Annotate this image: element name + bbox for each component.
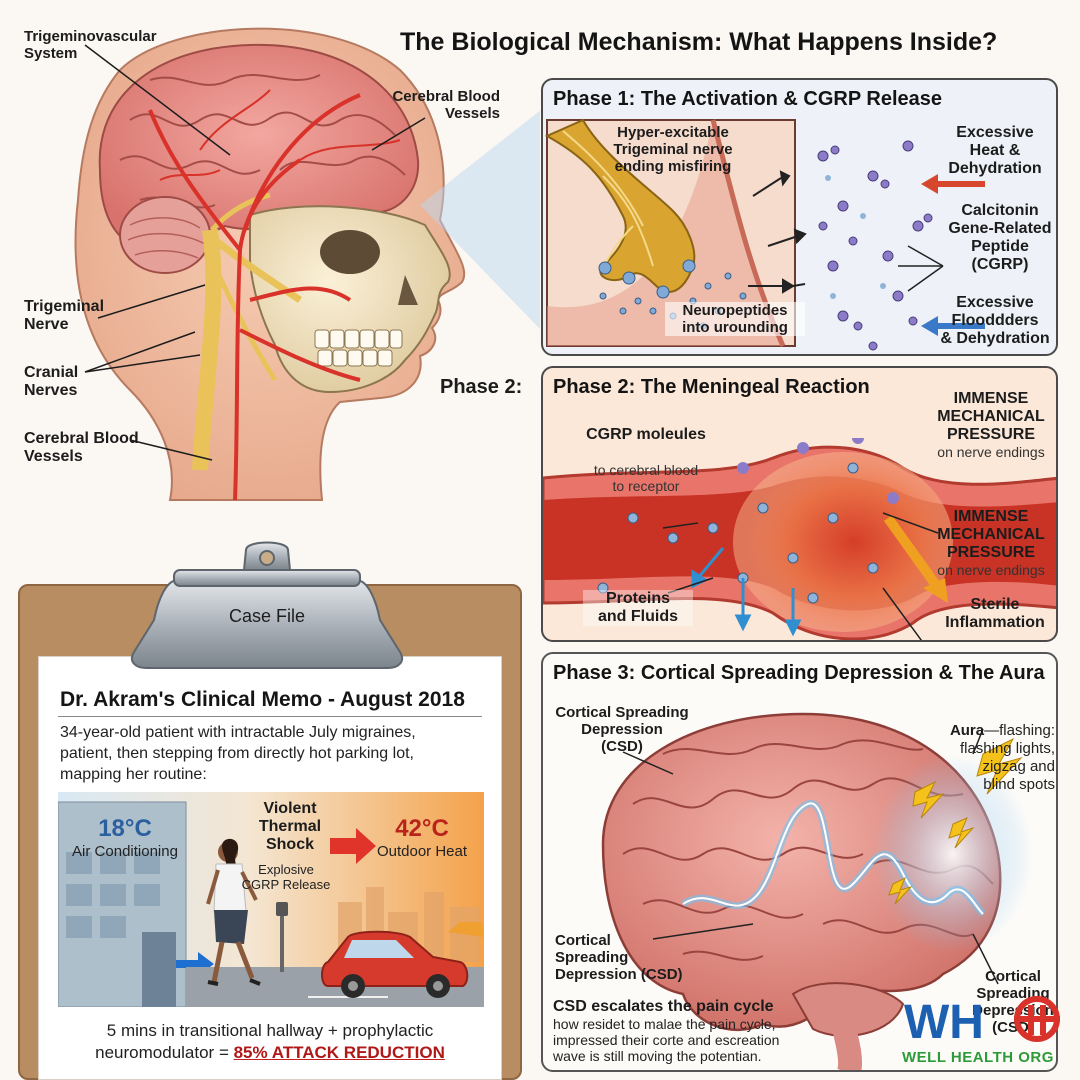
csd-top-label: Cortical Spreading Depression (CSD) bbox=[555, 704, 689, 755]
phase3-title: Phase 3: Cortical Spreading Depression &… bbox=[553, 662, 1045, 684]
proteins-fluids-label: Proteins and Fluids bbox=[583, 590, 693, 626]
phase3-panel: Phase 3: Cortical Spreading Depression &… bbox=[541, 652, 1058, 1072]
aura-bold: Aura bbox=[949, 722, 985, 739]
phase2-title: Phase 2: The Meningeal Reaction bbox=[553, 376, 870, 398]
trigeminovascular-label: Trigeminovascular System bbox=[24, 28, 157, 62]
heat-dehydration-label: Excessive Heat & Dehydration bbox=[948, 124, 1042, 177]
neuropeptides-label: Neuropeptides into urounding bbox=[665, 302, 805, 336]
flood-dehydration-label: Excessive Flooddders & Dehydration bbox=[940, 294, 1050, 347]
pressure-2-detail: on nerve endings bbox=[937, 562, 1045, 578]
outcome-text: 5 mins in transitional hallway + prophyl… bbox=[95, 1021, 434, 1062]
thermal-shock-scene bbox=[58, 792, 484, 1007]
cerebral-vessels-top-label: Cerebral Blood Vessels bbox=[392, 88, 500, 122]
pressure-1-bold: IMMENSE MECHANICAL PRESSURE bbox=[937, 390, 1045, 443]
clipboard-clip bbox=[130, 541, 404, 669]
phase2-panel: Phase 2: The Meningeal Reaction CGRP mol… bbox=[541, 366, 1058, 642]
logo-text: WELL HEALTH ORG bbox=[902, 1049, 1054, 1066]
memo-divider bbox=[58, 716, 482, 717]
indoor-temp-label: Air Conditioning bbox=[72, 843, 178, 860]
csd-escalation-note: CSD escalates the pain cycle how residet… bbox=[553, 998, 913, 1064]
csd-escalation-detail: how residet to malae the pain cycle, imp… bbox=[553, 1016, 780, 1064]
aura-detail: —flashing: flashing lights, zigzag and b… bbox=[959, 722, 1055, 793]
head-anatomy-illustration bbox=[74, 27, 540, 501]
outdoor-temp-label: Outdoor Heat bbox=[376, 843, 468, 860]
pressure-1-detail: on nerve endings bbox=[937, 444, 1045, 460]
outdoor-temp-value: 42°C bbox=[395, 815, 449, 842]
outcome-highlight: 85% ATTACK REDUCTION bbox=[233, 1043, 445, 1062]
nerve-ending-label: Hyper-excitable Trigeminal nerve ending … bbox=[613, 124, 733, 175]
page-title: The Biological Mechanism: What Happens I… bbox=[400, 28, 998, 56]
pressure-label-1: IMMENSE MECHANICAL PRESSURE on nerve end… bbox=[927, 390, 1055, 460]
memo-title: Dr. Akram's Clinical Memo - August 2018 bbox=[60, 688, 465, 711]
phase2-pointer-label: Phase 2: bbox=[440, 376, 523, 398]
memo-outcome: 5 mins in transitional hallway + prophyl… bbox=[60, 1020, 480, 1064]
pressure-label-2: IMMENSE MECHANICAL PRESSURE on nerve end… bbox=[927, 508, 1055, 578]
csd-escalation-bold: CSD escalates the pain cycle bbox=[553, 998, 774, 1015]
pressure-2-bold: IMMENSE MECHANICAL PRESSURE bbox=[937, 508, 1045, 561]
thermal-shock-label: Violent Thermal Shock bbox=[258, 800, 322, 853]
aura-label: Aura—flashing: flashing lights, zigzag a… bbox=[931, 704, 1055, 794]
trigeminal-nerve-label: Trigeminal Nerve bbox=[24, 298, 105, 333]
phase1-title: Phase 1: The Activation & CGRP Release bbox=[553, 88, 943, 110]
case-file-label: Case File bbox=[228, 606, 306, 626]
well-health-logo: WH WELL HEALTH ORG bbox=[902, 994, 1070, 1066]
indoor-temperature: 18°C Air Conditioning bbox=[62, 815, 188, 860]
cerebral-vessels-bottom-label: Cerebral Blood Vessels bbox=[24, 430, 139, 465]
phase1-illustration bbox=[544, 118, 985, 351]
phase1-panel: Phase 1: The Activation & CGRP Release bbox=[541, 78, 1058, 356]
cgrp-molecules-label: CGRP moleules to cerebral blood to recep… bbox=[561, 408, 731, 512]
outdoor-temperature: 42°C Outdoor Heat bbox=[360, 815, 484, 860]
cranial-nerves-label: Cranial Nerves bbox=[24, 364, 79, 399]
cgrp-molecules-detail: to cerebral blood to receptor bbox=[593, 462, 699, 494]
indoor-temp-value: 18°C bbox=[98, 815, 152, 842]
phase3-brain-illustration bbox=[601, 712, 1033, 1070]
logo-mark-icon: WH bbox=[904, 996, 1060, 1049]
memo-body: 34-year-old patient with intractable Jul… bbox=[60, 724, 416, 783]
cgrp-label: Calcitonin Gene-Related Peptide (CGRP) bbox=[948, 202, 1052, 273]
phase2-illustration bbox=[543, 438, 1056, 640]
logo-mark-text: WH bbox=[904, 996, 984, 1044]
cgrp-molecules-bold: CGRP moleules bbox=[586, 426, 706, 443]
sterile-inflammation-label: Sterile Inflammation bbox=[945, 596, 1045, 631]
cgrp-release-label: Explosive CGRP Release bbox=[241, 862, 331, 892]
csd-mid-label: Cortical Spreading Depression (CSD) bbox=[555, 932, 683, 983]
